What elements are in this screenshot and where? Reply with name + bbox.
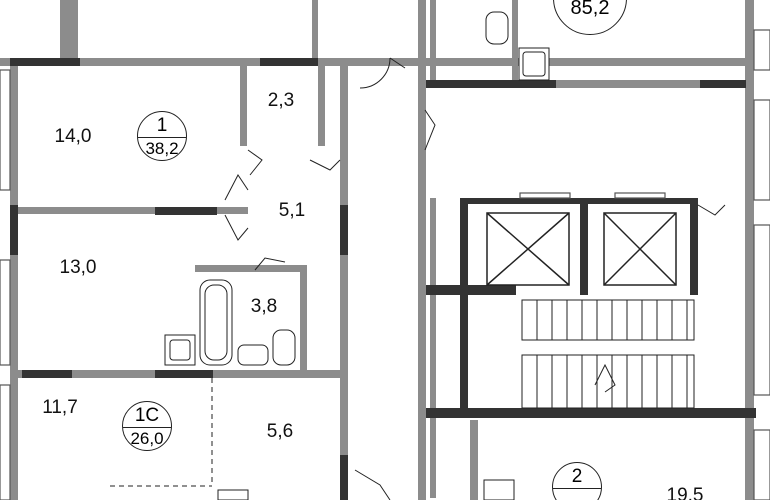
room-area-label: 5,1: [278, 200, 306, 221]
apartment-badge: 1 38,2: [137, 111, 187, 161]
apartment-area: [553, 488, 601, 490]
apartment-number: 1: [156, 115, 168, 136]
apartment-number: 1C: [134, 405, 160, 426]
room-area-label: 3,8: [250, 296, 278, 317]
apartment-area: 26,0: [123, 427, 171, 449]
apartment-badge: 2: [552, 462, 602, 500]
apartment-area: 38,2: [138, 137, 186, 159]
apartment-badge: 1C 26,0: [122, 401, 172, 451]
room-area-label: 11,7: [42, 397, 78, 418]
room-area-label: 14,0: [54, 126, 92, 147]
apartment-number: 2: [571, 466, 583, 487]
room-area-label: 19,5: [666, 485, 704, 500]
apartment-area: 85,2: [570, 0, 610, 19]
room-area-label: 5,6: [266, 421, 294, 442]
room-area-label: 2,3: [267, 90, 295, 111]
room-area-label: 13,0: [59, 257, 97, 278]
